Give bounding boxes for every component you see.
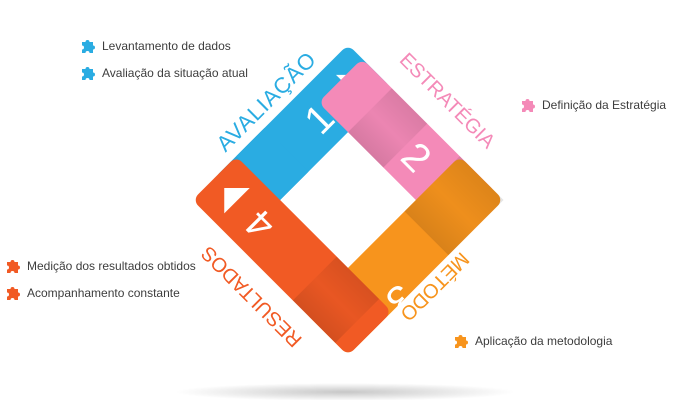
- note-aplicacao-metodologia: Aplicação da metodologia: [453, 331, 612, 351]
- puzzle-piece-icon: [455, 335, 468, 348]
- note-text: Medição dos resultados obtidos: [27, 259, 196, 273]
- puzzle-piece-icon: [522, 99, 535, 112]
- puzzle-piece-icon: [82, 67, 95, 80]
- floor-shadow: [175, 383, 515, 400]
- note-text: Definição da Estratégia: [542, 98, 667, 112]
- note-medicao-resultados: Medição dos resultados obtidos: [5, 256, 196, 276]
- note-text: Avaliação da situação atual: [102, 66, 248, 80]
- note-text: Acompanhamento constante: [27, 286, 180, 300]
- arrow-triangle-4: [224, 187, 250, 214]
- note-definicao-estrategia: Definição da Estratégia: [520, 95, 666, 115]
- note-text: Aplicação da metodologia: [475, 334, 613, 348]
- note-acompanhamento: Acompanhamento constante: [5, 283, 180, 303]
- puzzle-piece-icon: [82, 40, 95, 53]
- puzzle-piece-icon: [7, 260, 20, 273]
- note-text: Levantamento de dados: [102, 39, 231, 53]
- puzzle-piece-icon: [7, 287, 20, 300]
- note-avaliacao-situacao: Avaliação da situação atual: [80, 63, 248, 83]
- note-levantamento: Levantamento de dados: [80, 36, 231, 56]
